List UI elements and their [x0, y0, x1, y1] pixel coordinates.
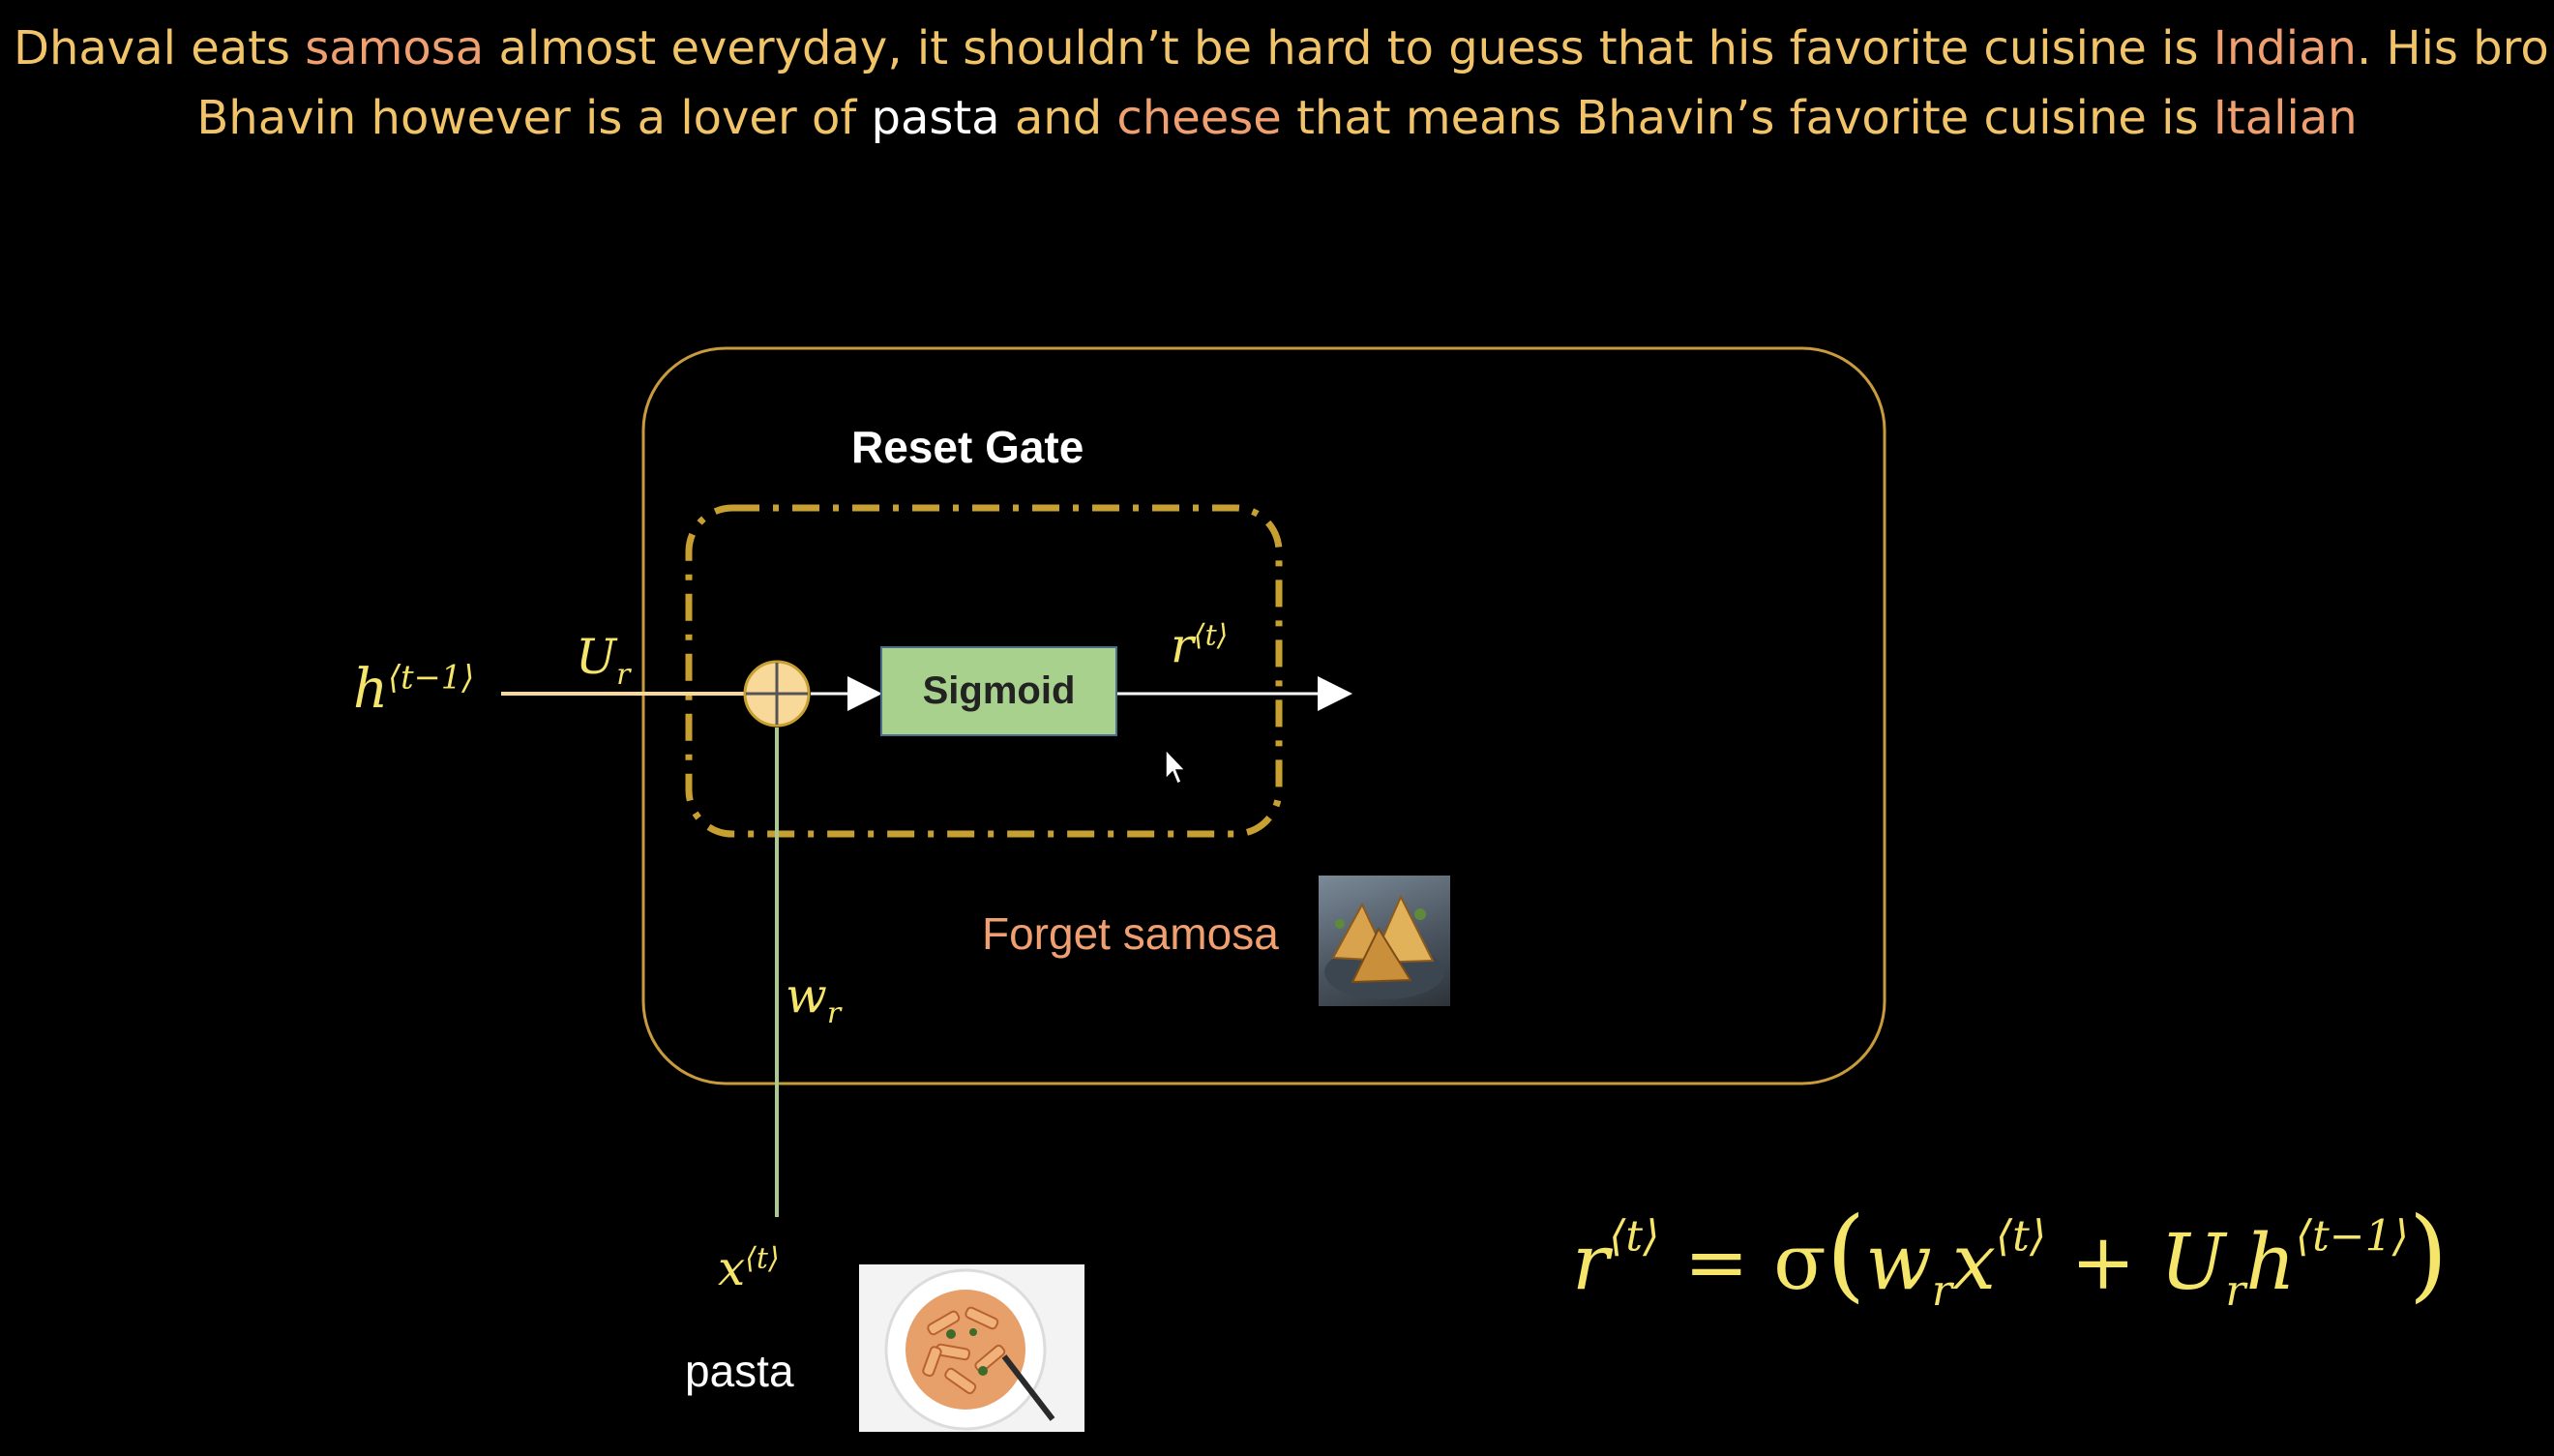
eq-w: w — [1865, 1217, 1932, 1307]
eq-h: h — [2245, 1217, 2296, 1307]
eq-lhs-sup: ⟨t⟩ — [1609, 1211, 1660, 1262]
eq-h-sup: ⟨t−1⟩ — [2295, 1211, 2409, 1262]
eq-u: U — [2159, 1217, 2226, 1307]
text-segment: Bhavin however is a lover of — [196, 91, 872, 145]
highlight-cheese: cheese — [1116, 91, 1282, 145]
forget-samosa-label: Forget samosa — [982, 908, 1279, 959]
highlight-italian: Italian — [2212, 91, 2358, 145]
outer-cell-box — [641, 346, 1886, 1085]
text-segment: . His bro — [2356, 21, 2549, 75]
r-t-label: r⟨t⟩ — [1171, 617, 1228, 673]
highlight-pasta: pasta — [871, 91, 1000, 145]
sigmoid-label: Sigmoid — [922, 669, 1076, 712]
adder-node — [743, 660, 811, 728]
highlight-indian: Indian — [2212, 21, 2357, 75]
text-segment: almost everyday, it shouldn’t be hard to… — [484, 21, 2213, 75]
eq-plus: + — [2046, 1217, 2160, 1307]
r-superscript: ⟨t⟩ — [1193, 618, 1229, 653]
eq-x-sup: ⟨t⟩ — [1996, 1211, 2047, 1262]
h-base: h — [353, 658, 389, 721]
text-segment: and — [999, 91, 1117, 145]
pasta-label: pasta — [685, 1346, 794, 1396]
eq-x: x — [1951, 1217, 1996, 1307]
w-subscript: r — [826, 996, 842, 1030]
text-segment: Dhaval eats — [14, 21, 306, 75]
eq-u-sub: r — [2225, 1266, 2246, 1316]
mouse-cursor-icon — [1165, 748, 1187, 786]
text-segment: that means Bhavin’s favorite cuisine is — [1281, 91, 2213, 145]
eq-open-paren: ( — [1826, 1195, 1866, 1313]
pasta-illustration — [884, 1268, 1055, 1431]
x-superscript: ⟨t⟩ — [745, 1241, 780, 1276]
samosa-image — [1319, 876, 1450, 1006]
u-base: U — [576, 629, 617, 685]
h-prev-label: h⟨t−1⟩ — [353, 658, 474, 721]
eq-equals-sigma: = σ — [1659, 1217, 1826, 1307]
sentence-line-1: Dhaval eats samosa almost everyday, it s… — [14, 19, 2554, 77]
highlight-samosa: samosa — [305, 21, 485, 75]
reset-gate-dashed-box — [685, 504, 1283, 838]
u-r-label: Ur — [576, 629, 630, 692]
x-base: x — [718, 1240, 746, 1296]
reset-gate-title: Reset Gate — [851, 422, 1084, 472]
pasta-image — [859, 1264, 1084, 1432]
r-base: r — [1171, 617, 1194, 673]
x-t-label: x⟨t⟩ — [718, 1240, 780, 1296]
sigmoid-box: Sigmoid — [880, 646, 1117, 736]
w-base: w — [786, 967, 827, 1024]
reset-gate-equation: r⟨t⟩ = σ(wrx⟨t⟩ + Urh⟨t−1⟩) — [1572, 1195, 2448, 1316]
h-superscript: ⟨t−1⟩ — [388, 658, 475, 697]
eq-lhs: r — [1572, 1217, 1610, 1307]
u-subscript: r — [616, 658, 631, 692]
samosa-illustration — [1324, 894, 1444, 999]
sentence-line-2: Bhavin however is a lover of pasta and c… — [0, 89, 2554, 147]
eq-w-sub: r — [1931, 1266, 1952, 1316]
eq-close-paren: ) — [2408, 1195, 2449, 1313]
w-r-label: wr — [786, 967, 841, 1030]
